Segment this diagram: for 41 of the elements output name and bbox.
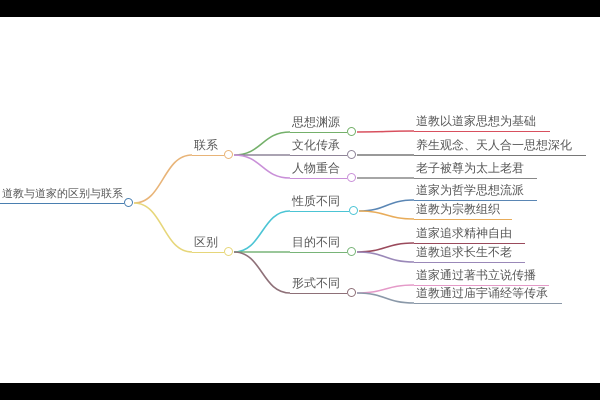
branch-connector [234,251,290,294]
branch-connector [234,154,290,179]
topic-label: 道教为宗教组织 [416,202,500,217]
topic-label: 道教以道家思想为基础 [416,114,536,129]
branch-connector [234,251,290,253]
topic-label: 道家通过著书立说传播 [416,268,536,283]
topic-label: 人物重合 [292,161,340,176]
topic-label: 性质不同 [292,194,340,209]
topic-label: 形式不同 [292,276,340,291]
topic-label: 道教追求长生不老 [416,245,512,260]
topic-label: 道家追求精神自由 [416,226,512,241]
branch-connector [134,202,192,253]
topic-node [290,138,357,160]
branch-connector [358,210,414,220]
topic-label: 道教通过庙宇诵经等传承 [416,286,548,301]
topic-label: 区别 [194,235,218,250]
topic-label: 文化传承 [292,138,340,153]
topic-label: 老子被尊为太上老君 [416,161,524,176]
topic-node [290,235,357,257]
topic-node [290,161,357,183]
topic-label: 目的不同 [292,235,340,250]
topic-label: 思想渊源 [292,115,340,130]
branch-connector [357,154,414,156]
branch-connector [357,177,414,179]
branch-connector [356,284,414,294]
topic-node [192,138,234,160]
topic-label: 道教与道家的区别与联系 [2,186,123,201]
branch-connector [356,251,414,263]
branch-connector [356,242,414,253]
branch-connector [134,154,192,204]
branch-connector [234,154,290,156]
topic-node [290,276,357,298]
branch-connector [356,292,414,304]
topic-node [192,235,234,257]
topic-label: 联系 [194,138,218,153]
topic-node [290,115,357,137]
topic-node [0,186,134,208]
topic-label: 养生观念、天人合一思想深化 [416,138,572,153]
topic-label: 道家为哲学思想流派 [416,183,524,198]
topic-node [290,194,359,216]
branch-connector [357,130,414,133]
